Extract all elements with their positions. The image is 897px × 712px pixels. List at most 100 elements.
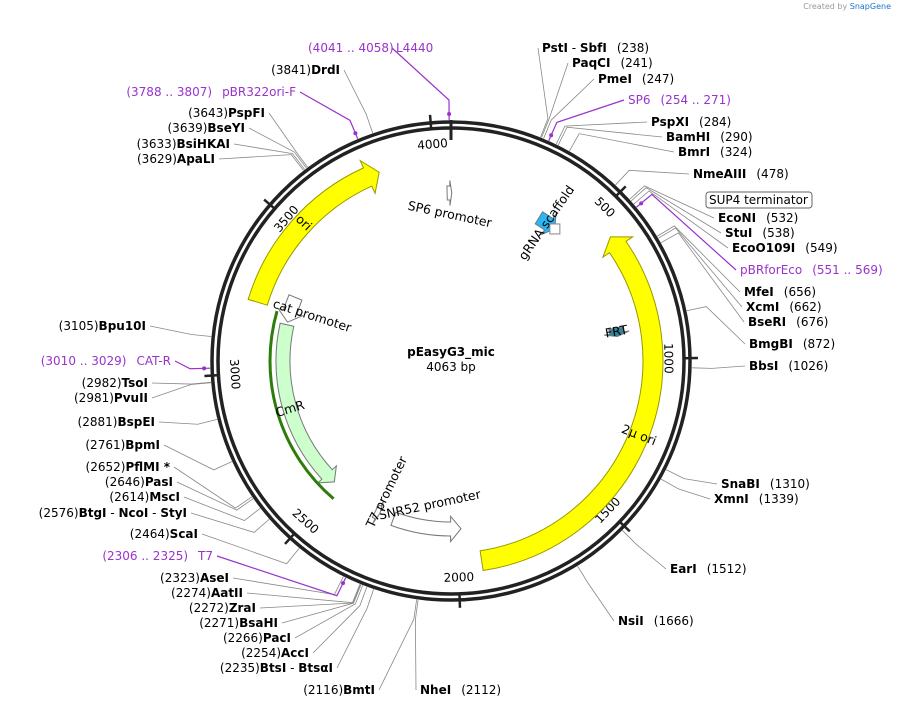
sup4-terminator-label[interactable]: SUP4 terminator — [705, 191, 813, 209]
site-eari[interactable]: EarI(1512) — [670, 562, 747, 576]
site-label-bpu10i[interactable]: (3105)Bpu10I — [59, 319, 146, 333]
site-label-eari[interactable]: EarI(1512) — [670, 562, 747, 576]
plasmid-name[interactable]: pEasyG3_mic — [407, 345, 495, 360]
site-label-psti[interactable]: PstI - SbfI(238) — [542, 41, 649, 55]
site-label-nhei[interactable]: NheI(2112) — [420, 683, 501, 697]
site-acci[interactable]: (2254)AccI — [241, 646, 309, 660]
site-bsihkai[interactable]: (3633)BsiHKAI — [137, 137, 230, 151]
site-asei[interactable]: (2323)AseI — [160, 571, 229, 585]
site-label-xmni[interactable]: XmnI(1339) — [714, 492, 799, 506]
site-xmni[interactable]: XmnI(1339) — [714, 492, 799, 506]
site-pspfi[interactable]: (3643)PspFI — [188, 106, 265, 120]
primer-label-pbrforeco[interactable]: pBRforEco(551 .. 569) — [740, 263, 883, 277]
site-label-bbsi[interactable]: BbsI(1026) — [749, 359, 828, 373]
feature-snr52-promoter[interactable] — [390, 511, 462, 544]
site-pflmi[interactable]: (2652)PflMI * — [86, 460, 171, 474]
site-msci[interactable]: (2614)MscI — [109, 490, 180, 504]
site-label-stui[interactable]: StuI(538) — [725, 226, 795, 240]
site-label-pflmi[interactable]: (2652)PflMI * — [86, 460, 171, 474]
site-label-msci[interactable]: (2614)MscI — [109, 490, 180, 504]
primer-label-sp6[interactable]: SP6(254 .. 271) — [628, 93, 731, 107]
site-bsahi[interactable]: (2271)BsaHI — [199, 616, 278, 630]
site-econi[interactable]: EcoNI(532) — [718, 211, 798, 225]
site-label-scai[interactable]: (2464)ScaI — [130, 527, 198, 541]
site-nhei[interactable]: NheI(2112) — [420, 683, 501, 697]
feature-cmr[interactable] — [275, 322, 338, 484]
primer-label-cat-r[interactable]: (3010 .. 3029)CAT-R — [41, 354, 171, 368]
site-tsoi[interactable]: (2982)TsoI — [82, 376, 148, 390]
site-bmti[interactable]: (2116)BmtI — [303, 683, 375, 697]
site-label-nmeaiii[interactable]: NmeAIII(478) — [693, 167, 789, 181]
primer-label-l4440[interactable]: (4041 .. 4058)L4440 — [308, 41, 433, 55]
site-label-aatii[interactable]: (2274)AatII — [171, 586, 243, 600]
site-bmri[interactable]: BmrI(324) — [678, 145, 752, 159]
site-label-btgi[interactable]: (2576)BtgI - NcoI - StyI — [39, 506, 187, 520]
site-zrai[interactable]: (2272)ZraI — [189, 601, 256, 615]
site-paqci[interactable]: PaqCI(241) — [572, 56, 653, 70]
site-label-pvuii[interactable]: (2981)PvuII — [74, 391, 148, 405]
site-apali[interactable]: (3629)ApaLI — [137, 152, 215, 166]
site-bmgbi[interactable]: BmgBI(872) — [749, 337, 835, 351]
site-label-bmti[interactable]: (2116)BmtI — [303, 683, 375, 697]
site-bseyi[interactable]: (3639)BseYI — [168, 121, 246, 135]
site-btsi[interactable]: (2235)BtsI - BtsαI — [220, 661, 333, 675]
site-bpmi[interactable]: (2761)BpmI — [85, 438, 160, 452]
feature-frt[interactable] — [604, 326, 630, 337]
feature-sup4-terminator[interactable] — [549, 223, 561, 235]
site-label-bmgbi[interactable]: BmgBI(872) — [749, 337, 835, 351]
site-label-mfei[interactable]: MfeI(656) — [744, 285, 816, 299]
site-pvuii[interactable]: (2981)PvuII — [74, 391, 148, 405]
site-psti[interactable]: PstI - SbfI(238) — [542, 41, 649, 55]
site-label-bseyi[interactable]: (3639)BseYI — [168, 121, 246, 135]
site-paci[interactable]: (2266)PacI — [223, 631, 291, 645]
site-ecoo109i[interactable]: EcoO109I(549) — [732, 241, 838, 255]
site-label-pspxi[interactable]: PspXI(284) — [651, 115, 731, 129]
site-label-paci[interactable]: (2266)PacI — [223, 631, 291, 645]
site-label-ecoo109i[interactable]: EcoO109I(549) — [732, 241, 838, 255]
primer-label-t7[interactable]: (2306 .. 2325)T7 — [102, 549, 213, 563]
site-label-pasi[interactable]: (2646)PasI — [105, 475, 173, 489]
site-label-bamhi[interactable]: BamHI(290) — [666, 130, 753, 144]
feature-t7-promoter[interactable] — [371, 500, 385, 525]
site-label-btsi[interactable]: (2235)BtsI - BtsαI — [220, 661, 333, 675]
site-scai[interactable]: (2464)ScaI — [130, 527, 198, 541]
site-xcmi[interactable]: XcmI(662) — [746, 300, 822, 314]
site-drdi[interactable]: (3841)DrdI — [271, 63, 340, 77]
feature-ori[interactable] — [247, 159, 380, 306]
site-nmeaiii[interactable]: NmeAIII(478) — [693, 167, 789, 181]
site-label-nsii[interactable]: NsiI(1666) — [618, 614, 694, 628]
site-label-paqci[interactable]: PaqCI(241) — [572, 56, 653, 70]
site-pmei[interactable]: PmeI(247) — [598, 72, 674, 86]
site-pspxi[interactable]: PspXI(284) — [651, 115, 731, 129]
site-mfei[interactable]: MfeI(656) — [744, 285, 816, 299]
site-bbsi[interactable]: BbsI(1026) — [749, 359, 828, 373]
site-label-bsihkai[interactable]: (3633)BsiHKAI — [137, 137, 230, 151]
site-bpu10i[interactable]: (3105)Bpu10I — [59, 319, 146, 333]
site-stui[interactable]: StuI(538) — [725, 226, 795, 240]
site-bamhi[interactable]: BamHI(290) — [666, 130, 753, 144]
site-nsii[interactable]: NsiI(1666) — [618, 614, 694, 628]
site-label-zrai[interactable]: (2272)ZraI — [189, 601, 256, 615]
site-label-snabi[interactable]: SnaBI(1310) — [721, 477, 810, 491]
site-label-drdi[interactable]: (3841)DrdI — [271, 63, 340, 77]
feature-2-ori[interactable] — [479, 236, 664, 572]
site-label-acci[interactable]: (2254)AccI — [241, 646, 309, 660]
site-label-econi[interactable]: EcoNI(532) — [718, 211, 798, 225]
site-bseri[interactable]: BseRI(676) — [748, 315, 828, 329]
site-label-pmei[interactable]: PmeI(247) — [598, 72, 674, 86]
site-label-asei[interactable]: (2323)AseI — [160, 571, 229, 585]
feature-cat-promoter[interactable] — [276, 294, 304, 323]
site-pasi[interactable]: (2646)PasI — [105, 475, 173, 489]
site-btgi[interactable]: (2576)BtgI - NcoI - StyI — [39, 506, 187, 520]
site-label-bsahi[interactable]: (2271)BsaHI — [199, 616, 278, 630]
site-label-pspfi[interactable]: (3643)PspFI — [188, 106, 265, 120]
site-label-bseri[interactable]: BseRI(676) — [748, 315, 828, 329]
feature-sp6-promoter[interactable] — [446, 180, 453, 206]
primer-label-pbr322ori-f[interactable]: (3788 .. 3807)pBR322ori-F — [126, 85, 296, 99]
site-label-tsoi[interactable]: (2982)TsoI — [82, 376, 148, 390]
site-label-apali[interactable]: (3629)ApaLI — [137, 152, 215, 166]
site-label-xcmi[interactable]: XcmI(662) — [746, 300, 822, 314]
site-label-bpmi[interactable]: (2761)BpmI — [85, 438, 160, 452]
site-label-bmri[interactable]: BmrI(324) — [678, 145, 752, 159]
site-aatii[interactable]: (2274)AatII — [171, 586, 243, 600]
